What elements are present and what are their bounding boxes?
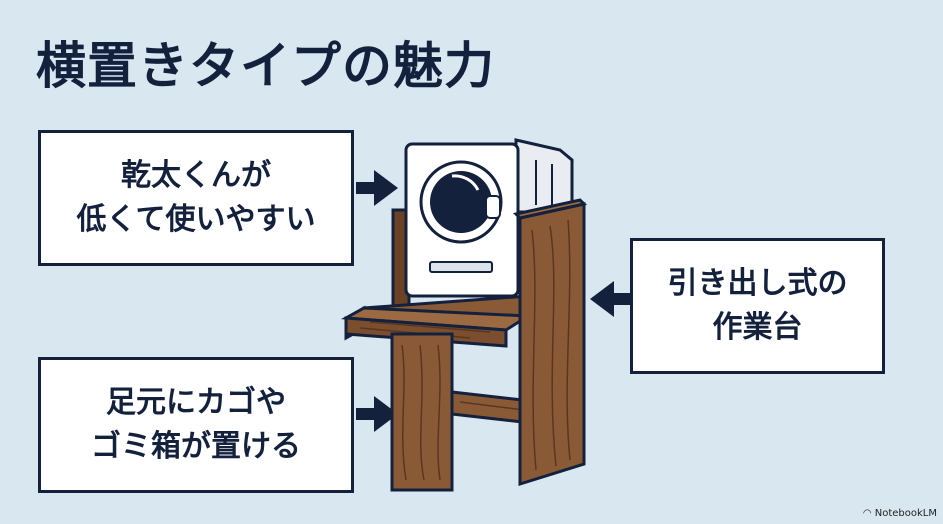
stand-right-side-panel bbox=[512, 198, 588, 487]
arrow-to-dryer bbox=[356, 170, 398, 206]
callout-drawer-workbench: 引き出し式の 作業台 bbox=[630, 238, 885, 374]
notebooklm-logo: ◠ NotebookLM bbox=[863, 508, 937, 519]
page-title: 横置きタイプの魅力 bbox=[36, 37, 495, 95]
arrow-to-drawer bbox=[590, 281, 630, 317]
gas-dryer bbox=[404, 138, 574, 298]
callout-drawer-line2: 作業台 bbox=[712, 310, 803, 345]
callout-dryer-line2: 低くて使いやすい bbox=[76, 202, 316, 237]
stand-front-left-leg bbox=[390, 332, 454, 492]
callout-floor-line1: 足元にカゴや bbox=[106, 385, 286, 420]
callout-floor-line2: ゴミ箱が置ける bbox=[91, 429, 301, 464]
notebooklm-icon: ◠ bbox=[862, 508, 872, 519]
arrow-to-floor bbox=[356, 396, 398, 432]
callout-floor-space: 足元にカゴや ゴミ箱が置ける bbox=[38, 357, 354, 493]
callout-drawer-line1: 引き出し式の bbox=[667, 266, 848, 301]
callout-dryer-height: 乾太くんが 低くて使いやすい bbox=[38, 130, 354, 266]
pull-out-workbench bbox=[340, 294, 533, 348]
callout-dryer-line1: 乾太くんが bbox=[121, 158, 271, 193]
logo-text: NotebookLM bbox=[874, 508, 937, 519]
